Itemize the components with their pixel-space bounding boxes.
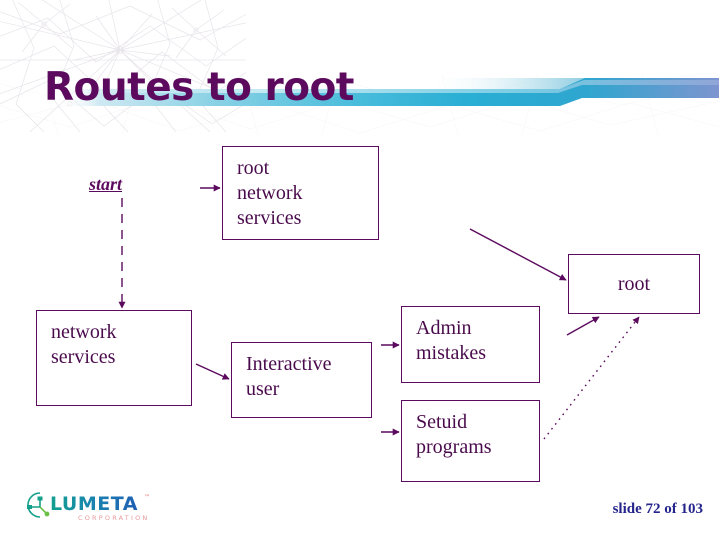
slide-number: slide 72 of 103 [612, 501, 703, 517]
lumeta-corporation-text: CORPORATION [78, 514, 149, 522]
node-network-services[interactable]: network services [36, 310, 192, 406]
edge-setuid-programs-to-root [543, 316, 640, 440]
edge-admin-mistakes-to-root [566, 316, 600, 336]
lumeta-network-mark [27, 492, 50, 518]
lumeta-trademark: ™ [144, 494, 150, 501]
node-admin-mistakes[interactable]: Admin mistakes [401, 306, 540, 383]
edge-network-services-to-interactive-user [195, 363, 230, 380]
node-setuid-programs[interactable]: Setuid programs [401, 400, 540, 482]
node-root-network-services[interactable]: root network services [222, 146, 379, 240]
lumeta-wordmark: LUMETA [50, 493, 138, 515]
start-label: start [89, 174, 123, 194]
slide-title: Routes to root [44, 65, 354, 111]
node-root[interactable]: root [568, 254, 700, 314]
node-interactive-user[interactable]: Interactive user [231, 342, 372, 418]
edge-root-network-services-to-root [469, 228, 567, 281]
lumeta-logo: LUMETA ™ CORPORATION [27, 492, 150, 522]
